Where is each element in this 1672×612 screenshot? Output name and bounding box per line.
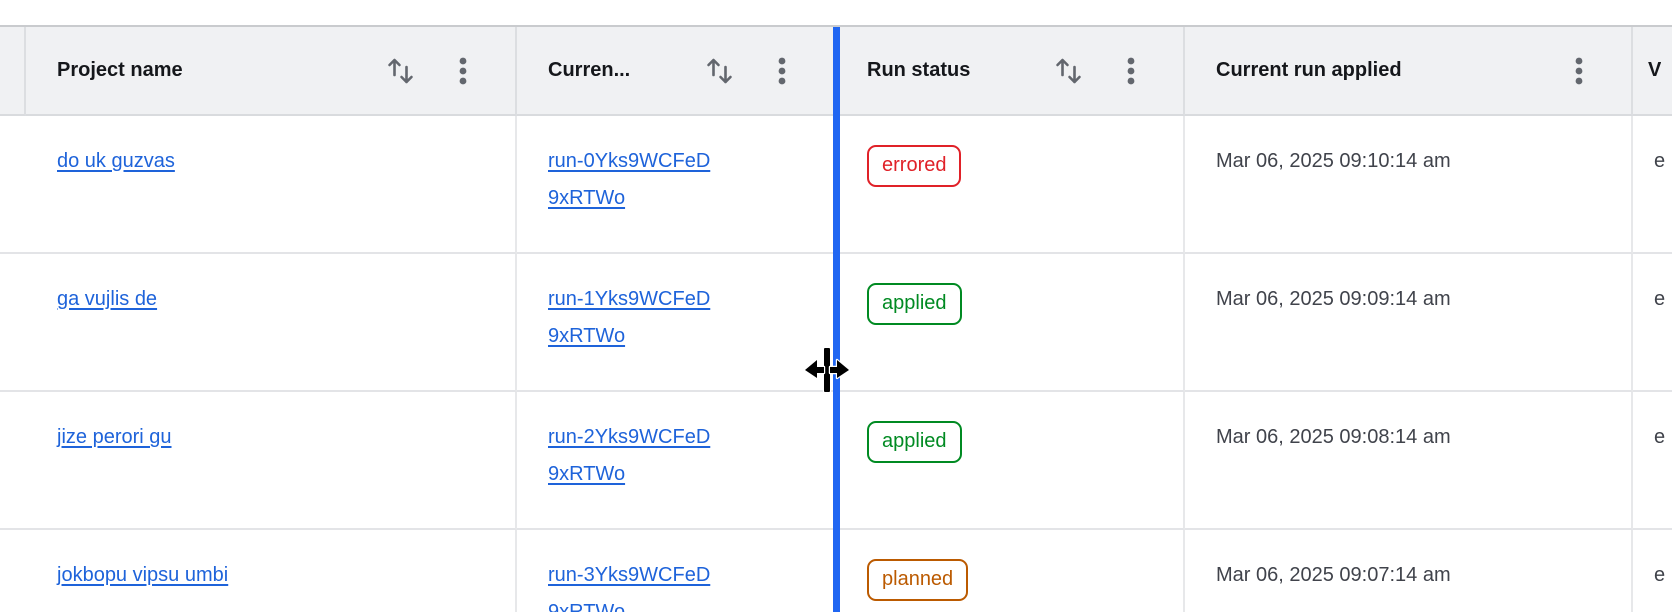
current-run-applied-cell: Mar 06, 2025 09:08:14 am [1185, 392, 1633, 530]
project-link[interactable]: ga vujlis de [57, 288, 158, 310]
current-run-cell: run-1Yks9WCFeD9xRTWo [517, 254, 836, 392]
run-link[interactable]: run-3Yks9WCFeD9xRTWo [548, 564, 711, 612]
column-menu-button[interactable] [1573, 56, 1585, 86]
sort-button[interactable] [384, 54, 417, 88]
header-overflow-label: V [1648, 59, 1662, 81]
kebab-menu-icon [459, 57, 467, 84]
header-overflow-column: V [1633, 27, 1672, 116]
data-table: Project name Curren... [0, 25, 1672, 612]
header-current-run-label: Curren... [548, 59, 631, 81]
header-current-run-applied-label: Current run applied [1216, 59, 1402, 81]
project-link[interactable]: jize perori gu [57, 426, 172, 448]
kebab-menu-icon [1127, 57, 1135, 84]
current-run-applied-cell: Mar 06, 2025 09:07:14 am [1185, 530, 1633, 612]
sort-button[interactable] [703, 54, 736, 88]
project-name-cell: jize perori gu [26, 392, 517, 530]
run-status-badge: errored [867, 145, 962, 187]
header-run-status-label: Run status [867, 59, 971, 81]
column-menu-button[interactable] [776, 56, 788, 86]
project-link[interactable]: jokbopu vipsu umbi [57, 564, 229, 586]
header-current-run[interactable]: Curren... [517, 27, 836, 116]
sort-button[interactable] [1052, 54, 1085, 88]
run-link[interactable]: run-2Yks9WCFeD9xRTWo [548, 426, 711, 485]
overflow-cell: e [1633, 116, 1672, 254]
current-run-cell: run-2Yks9WCFeD9xRTWo [517, 392, 836, 530]
sort-arrows-icon [388, 58, 413, 83]
run-status-cell: errored [836, 116, 1185, 254]
overflow-cell: e [1633, 530, 1672, 612]
header-current-run-applied[interactable]: Current run applied [1185, 27, 1633, 116]
column-resize-line[interactable] [833, 27, 840, 612]
project-name-cell: do uk guzvas [26, 116, 517, 254]
current-run-cell: run-3Yks9WCFeD9xRTWo [517, 530, 836, 612]
current-run-applied-cell: Mar 06, 2025 09:10:14 am [1185, 116, 1633, 254]
run-status-cell: planned [836, 530, 1185, 612]
current-run-applied-cell: Mar 06, 2025 09:09:14 am [1185, 254, 1633, 392]
column-menu-button[interactable] [457, 56, 469, 86]
kebab-menu-icon [778, 57, 786, 84]
kebab-menu-icon [1575, 57, 1583, 84]
column-menu-button[interactable] [1125, 56, 1137, 86]
overflow-cell: e [1633, 254, 1672, 392]
header-project-name-label: Project name [57, 59, 183, 81]
col-resize-cursor-icon [803, 348, 851, 392]
project-name-cell: jokbopu vipsu umbi [26, 530, 517, 612]
sort-arrows-icon [707, 58, 732, 83]
project-link[interactable]: do uk guzvas [57, 150, 175, 172]
run-link[interactable]: run-0Yks9WCFeD9xRTWo [548, 150, 711, 209]
header-project-name[interactable]: Project name [26, 27, 517, 116]
overflow-cell: e [1633, 392, 1672, 530]
run-status-cell: applied [836, 392, 1185, 530]
run-link[interactable]: run-1Yks9WCFeD9xRTWo [548, 288, 711, 347]
run-status-badge: applied [867, 283, 962, 325]
current-run-cell: run-0Yks9WCFeD9xRTWo [517, 116, 836, 254]
sort-arrows-icon [1056, 58, 1081, 83]
project-name-cell: ga vujlis de [26, 254, 517, 392]
header-run-status[interactable]: Run status [836, 27, 1185, 116]
run-status-badge: planned [867, 559, 969, 601]
run-status-cell: applied [836, 254, 1185, 392]
run-status-badge: applied [867, 421, 962, 463]
header-row-stub [0, 27, 26, 116]
